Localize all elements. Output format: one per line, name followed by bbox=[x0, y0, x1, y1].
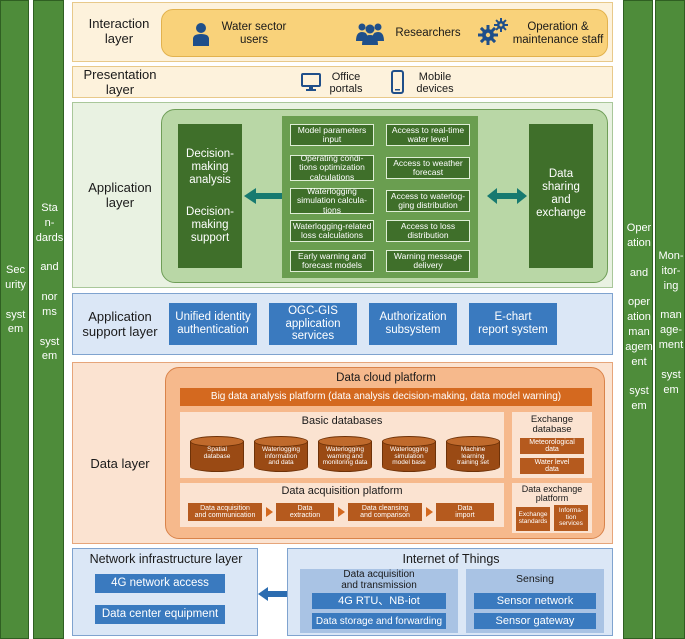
iot-acquisition-item: 4G RTU、NB-iot bbox=[312, 593, 446, 609]
function-item: Access to waterlog- ging distribution bbox=[386, 190, 470, 212]
data-acquisition-platform: Data acquisition platform Data acquisiti… bbox=[180, 483, 504, 527]
database-label: Waterlogging information and data bbox=[261, 446, 301, 466]
network-item: 4G network access bbox=[95, 574, 225, 593]
step-arrow-icon bbox=[426, 507, 433, 517]
data-layer: Data layer Data cloud platform Big data … bbox=[72, 362, 613, 544]
interaction-layer: Interaction layer Water sector users Res… bbox=[72, 2, 613, 62]
gears-icon bbox=[478, 18, 508, 45]
acquisition-step: Data import bbox=[436, 503, 494, 521]
monitoring-management-label: Mon- itor- ing man age- ment syst em bbox=[658, 250, 684, 396]
left-arrow-icon bbox=[244, 188, 284, 204]
network-infrastructure-layer: Network infrastructure layer 4G network … bbox=[72, 548, 258, 636]
group-icon bbox=[356, 23, 384, 45]
data-sharing-exchange-label: Data sharing and exchange bbox=[536, 168, 586, 219]
mobile-icon bbox=[391, 70, 404, 94]
decision-making-box: Decision- making analysis Decision- maki… bbox=[178, 124, 242, 268]
acquisition-step: Data acquisition and communication bbox=[188, 503, 262, 521]
exchange-database-panel: Exchange database Meteorological data Wa… bbox=[512, 412, 592, 478]
step-arrow-icon bbox=[266, 507, 273, 517]
application-support-layer: Application support layer Unified identi… bbox=[72, 293, 613, 355]
operation-management-bar: Oper ation and oper ation man agem ent s… bbox=[623, 0, 653, 639]
support-item: Unified identity authentication bbox=[169, 303, 257, 345]
internet-of-things-layer: Internet of Things Data acquisition and … bbox=[287, 548, 613, 636]
exchange-database-title: Exchange database bbox=[530, 414, 574, 435]
exchange-database-item: Water level data bbox=[520, 458, 584, 474]
office-portals-label: Office portals bbox=[329, 71, 363, 96]
database-cylinder: Waterlogging simulation model base bbox=[382, 436, 436, 472]
application-layer-title: Application layer bbox=[88, 180, 152, 210]
internet-of-things-title: Internet of Things bbox=[402, 552, 500, 566]
data-sharing-exchange-box: Data sharing and exchange bbox=[529, 124, 593, 268]
iot-sensing-item: Sensor network bbox=[474, 593, 596, 609]
standards-norms-label: Sta n- dards and nor ms syst em bbox=[35, 202, 64, 363]
basic-databases-title: Basic databases bbox=[301, 415, 383, 427]
basic-databases-panel: Basic databases Spatial database Waterlo… bbox=[180, 412, 504, 478]
decision-making-analysis-label: Decision- making analysis bbox=[186, 148, 234, 186]
function-item: Operating condi- tions optimization calc… bbox=[290, 153, 374, 181]
exchange-database-item: Meteorological data bbox=[520, 438, 584, 454]
presentation-layer-title: Presentation layer bbox=[83, 67, 157, 97]
data-layer-title: Data layer bbox=[90, 456, 150, 471]
application-layer: Application layer Decision- making analy… bbox=[72, 102, 613, 288]
left-arrow-icon bbox=[258, 587, 290, 601]
security-system-label: Sec urity syst em bbox=[5, 264, 26, 336]
acquisition-step: Data cleansing and comparison bbox=[348, 503, 422, 521]
researchers-label: Researchers bbox=[395, 27, 461, 39]
iot-acquisition-item: Data storage and forwarding bbox=[312, 613, 446, 629]
iot-sensing-title: Sensing bbox=[516, 573, 554, 585]
double-arrow-icon bbox=[487, 188, 527, 204]
exchange-platform-item: Informa- tion services bbox=[554, 505, 588, 531]
database-cylinder: Machine learning training set bbox=[446, 436, 500, 472]
interaction-layer-title: Interaction layer bbox=[88, 16, 150, 46]
user-icon bbox=[193, 23, 209, 46]
function-item: Access to loss distribution bbox=[386, 220, 470, 242]
security-system-bar: Sec urity syst em bbox=[0, 0, 29, 639]
database-cylinder: Waterlogging warning and monitoring data bbox=[318, 436, 372, 472]
operation-management-label: Oper ation and oper ation man agem ent s… bbox=[625, 222, 653, 413]
function-item: Access to real-time water level bbox=[386, 124, 470, 146]
step-arrow-icon bbox=[338, 507, 345, 517]
function-item: Early warning and forecast models bbox=[290, 250, 374, 272]
interaction-users-panel: Water sector users Researchers bbox=[161, 9, 608, 57]
iot-acquisition-panel: Data acquisition and transmission 4G RTU… bbox=[300, 569, 458, 633]
network-infrastructure-title: Network infrastructure layer bbox=[89, 552, 243, 566]
function-item: Access to weather forecast bbox=[386, 157, 470, 179]
monitor-icon bbox=[301, 73, 321, 91]
mobile-devices-label: Mobile devices bbox=[416, 71, 454, 96]
data-exchange-platform-title: Data exchange platform bbox=[521, 484, 583, 503]
database-label: Waterlogging simulation model base bbox=[389, 446, 429, 466]
iot-sensing-item: Sensor gateway bbox=[474, 613, 596, 629]
function-item: Warning message delivery bbox=[386, 250, 470, 272]
database-cylinder: Spatial database bbox=[190, 436, 244, 472]
application-support-layer-title: Application support layer bbox=[82, 309, 158, 339]
support-item: Authorization subsystem bbox=[369, 303, 457, 345]
acquisition-step: Data extraction bbox=[276, 503, 334, 521]
iot-sensing-panel: Sensing Sensor network Sensor gateway bbox=[466, 569, 604, 633]
database-cylinder: Waterlogging information and data bbox=[254, 436, 308, 472]
data-cloud-platform: Data cloud platform Big data analysis pl… bbox=[165, 367, 605, 539]
function-item: Waterlogging-related loss calculations bbox=[290, 220, 374, 242]
application-panel: Decision- making analysis Decision- maki… bbox=[161, 109, 608, 283]
support-item: E-chart report system bbox=[469, 303, 557, 345]
database-label: Spatial database bbox=[203, 446, 231, 460]
exchange-platform-item: Exchange standards bbox=[516, 507, 550, 531]
network-item: Data center equipment bbox=[95, 605, 225, 624]
function-item: Model parameters input bbox=[290, 124, 374, 146]
database-label: Machine learning training set bbox=[457, 446, 489, 466]
monitoring-management-bar: Mon- itor- ing man age- ment syst em bbox=[655, 0, 685, 639]
data-acquisition-platform-title: Data acquisition platform bbox=[281, 485, 403, 497]
decision-making-support-label: Decision- making support bbox=[186, 206, 234, 244]
data-cloud-platform-title: Data cloud platform bbox=[336, 372, 436, 384]
functions-grid: Model parameters input Operating condi- … bbox=[282, 116, 478, 278]
standards-norms-bar: Sta n- dards and nor ms syst em bbox=[33, 0, 64, 639]
big-data-analysis-bar: Big data analysis platform (data analysi… bbox=[180, 388, 592, 406]
function-item: Waterlogging simulation calcula- tions bbox=[290, 186, 374, 214]
presentation-layer: Presentation layer Office portals Mobile… bbox=[72, 66, 613, 98]
data-exchange-platform: Data exchange platform Exchange standard… bbox=[512, 483, 592, 533]
database-label: Waterlogging warning and monitoring data bbox=[322, 446, 368, 466]
iot-acquisition-title: Data acquisition and transmission bbox=[341, 569, 417, 591]
support-item: OGC-GIS application services bbox=[269, 303, 357, 345]
water-sector-users-label: Water sector users bbox=[221, 21, 287, 46]
operation-maintenance-staff-label: Operation & maintenance staff bbox=[512, 21, 604, 46]
